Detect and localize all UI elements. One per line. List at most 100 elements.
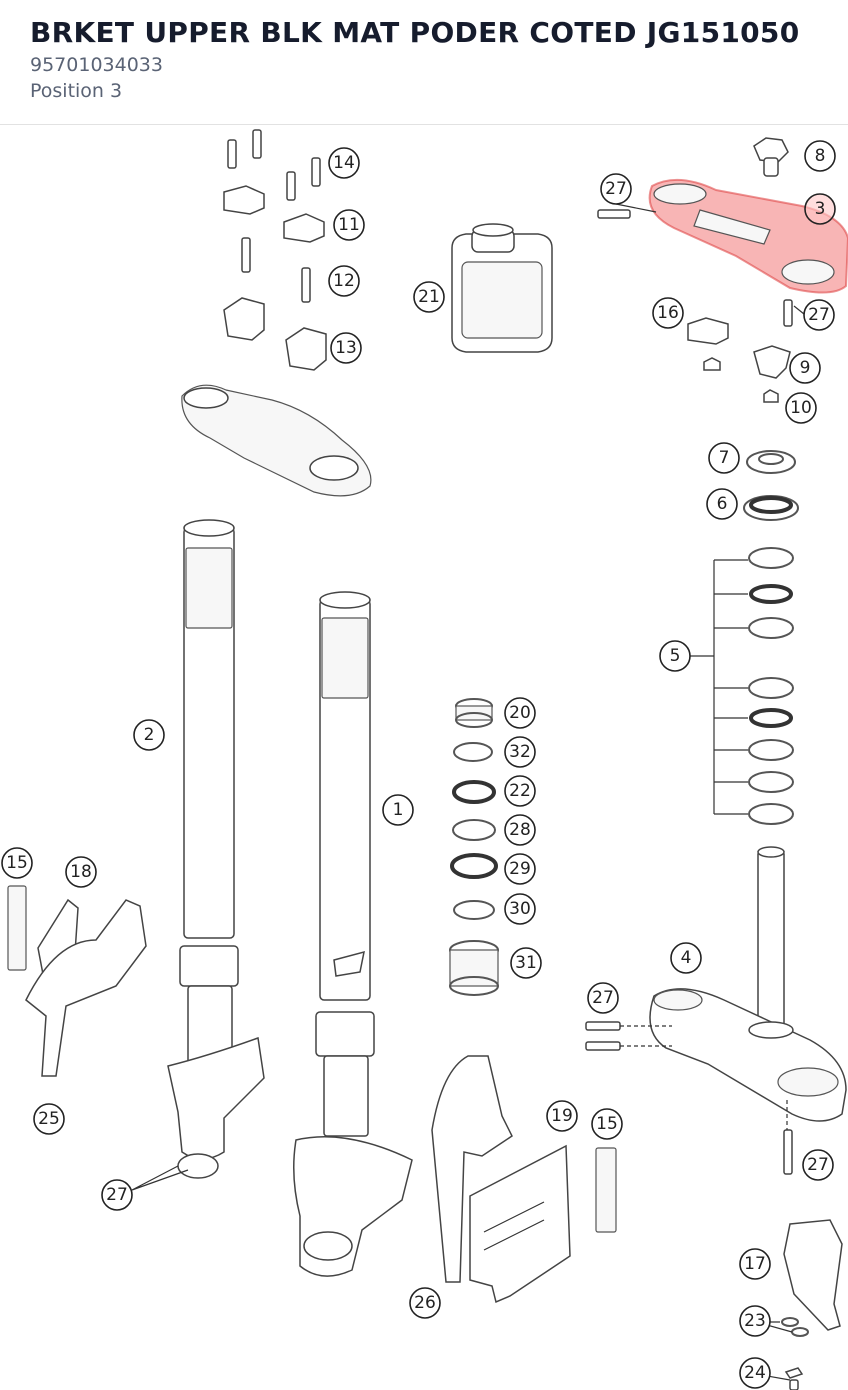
callout-15-right[interactable]: 15 [591,1108,623,1140]
callout-27-lower-right[interactable]: 27 [802,1149,834,1181]
svg-text:5: 5 [670,646,681,666]
part-28-circlip[interactable] [452,819,496,841]
callout-28[interactable]: 28 [504,814,536,846]
callout-9[interactable]: 9 [789,352,821,384]
part-15-pad-left[interactable] [7,885,27,971]
svg-text:26: 26 [414,1293,436,1313]
callout-27-right[interactable]: 27 [803,299,835,331]
callout-22[interactable]: 22 [504,775,536,807]
callout-15-left[interactable]: 15 [1,847,33,879]
callout-12[interactable]: 12 [328,265,360,297]
svg-text:16: 16 [657,303,679,323]
svg-text:17: 17 [744,1254,766,1274]
callout-14[interactable]: 14 [328,147,360,179]
svg-text:27: 27 [808,305,830,325]
callout-32[interactable]: 32 [504,736,536,768]
callout-4[interactable]: 4 [670,942,702,974]
part-31-protector[interactable] [449,940,499,996]
svg-text:7: 7 [719,448,730,468]
callout-26[interactable]: 26 [409,1287,441,1319]
callout-13[interactable]: 13 [330,332,362,364]
part-21-oil-can[interactable] [451,223,553,353]
svg-text:30: 30 [509,899,531,919]
part-14-bolts[interactable] [227,129,321,201]
svg-text:4: 4 [681,948,692,968]
callout-3-highlighted[interactable]: 3 [804,193,836,225]
callout-24[interactable]: 24 [739,1357,771,1389]
callout-18[interactable]: 18 [65,856,97,888]
svg-text:1: 1 [393,800,404,820]
svg-text:6: 6 [717,494,728,514]
part-12-bolts[interactable] [241,237,311,303]
part-10-screw[interactable] [763,389,779,403]
part-position: Position 3 [30,80,123,102]
part-19-plate[interactable] [469,1144,571,1304]
callout-20[interactable]: 20 [504,697,536,729]
callout-5[interactable]: 5 [659,640,691,672]
svg-text:18: 18 [70,862,92,882]
callout-30[interactable]: 30 [504,893,536,925]
part-13-risers[interactable] [223,297,327,371]
diagram-svg: 14 11 12 13 21 8 27 3 27 16 9 10 7 6 5 2… [1,129,848,1390]
part-3-upper-bracket-highlighted[interactable] [648,178,848,294]
callout-27-lower-left[interactable]: 27 [587,982,619,1014]
callout-6[interactable]: 6 [706,488,738,520]
part-16-clip[interactable] [687,317,729,371]
part-30-ring[interactable] [453,900,495,920]
svg-text:2: 2 [144,725,155,745]
svg-text:14: 14 [333,153,355,173]
svg-text:27: 27 [605,179,627,199]
callout-10[interactable]: 10 [785,392,817,424]
callout-11[interactable]: 11 [333,209,365,241]
part-2-fork-leg-left[interactable] [167,519,265,1179]
part-32-bushing[interactable] [453,742,493,762]
part-4-lower-bracket[interactable] [649,846,847,1122]
svg-text:29: 29 [509,859,531,879]
callout-19[interactable]: 19 [546,1100,578,1132]
part-upper-clamp-ghost[interactable] [181,384,372,497]
part-7-bearing-cover[interactable] [746,450,796,474]
callout-8[interactable]: 8 [804,140,836,172]
svg-text:8: 8 [815,146,826,166]
part-11-clamps[interactable] [223,185,325,243]
part-23-washers[interactable] [781,1317,809,1337]
part-27-bolts-lower[interactable] [585,1021,793,1175]
part-24-screws[interactable] [784,1367,804,1390]
svg-text:15: 15 [6,853,28,873]
part-22-seal[interactable] [452,780,496,804]
callout-2[interactable]: 2 [133,719,165,751]
svg-text:27: 27 [592,988,614,1008]
svg-text:24: 24 [744,1363,766,1383]
svg-text:27: 27 [106,1185,128,1205]
callout-23[interactable]: 23 [739,1305,771,1337]
part-5-bearing-set[interactable] [690,547,794,825]
svg-text:19: 19 [551,1106,573,1126]
callout-21[interactable]: 21 [413,281,445,313]
part-27-bolt-top[interactable] [597,209,793,327]
callout-31[interactable]: 31 [510,947,542,979]
svg-text:12: 12 [333,271,355,291]
part-17-guide[interactable] [783,1219,843,1331]
callout-29[interactable]: 29 [504,853,536,885]
part-9-cap[interactable] [753,345,791,379]
callout-16[interactable]: 16 [652,297,684,329]
svg-text:10: 10 [790,398,812,418]
part-1-fork-leg-right[interactable] [293,591,413,1277]
callout-7[interactable]: 7 [708,442,740,474]
svg-text:11: 11 [338,215,360,235]
part-15-pad-right[interactable] [595,1147,617,1233]
svg-text:3: 3 [815,199,826,219]
part-8-nut[interactable] [753,137,789,177]
callout-27-top[interactable]: 27 [600,173,632,205]
callout-1[interactable]: 1 [382,794,414,826]
callout-25[interactable]: 25 [33,1103,65,1135]
part-6-seal[interactable] [743,495,799,521]
part-29-dust-seal[interactable] [450,853,498,879]
svg-text:15: 15 [596,1114,618,1134]
part-20-bushing[interactable] [455,698,493,728]
part-26-bracket[interactable] [431,1055,513,1283]
part-25-guard-bracket[interactable] [25,899,147,1077]
callout-17[interactable]: 17 [739,1248,771,1280]
callout-27-fork[interactable]: 27 [101,1179,133,1211]
exploded-parts-diagram[interactable]: 14 11 12 13 21 8 27 3 27 16 9 10 7 6 5 2… [0,126,848,1390]
